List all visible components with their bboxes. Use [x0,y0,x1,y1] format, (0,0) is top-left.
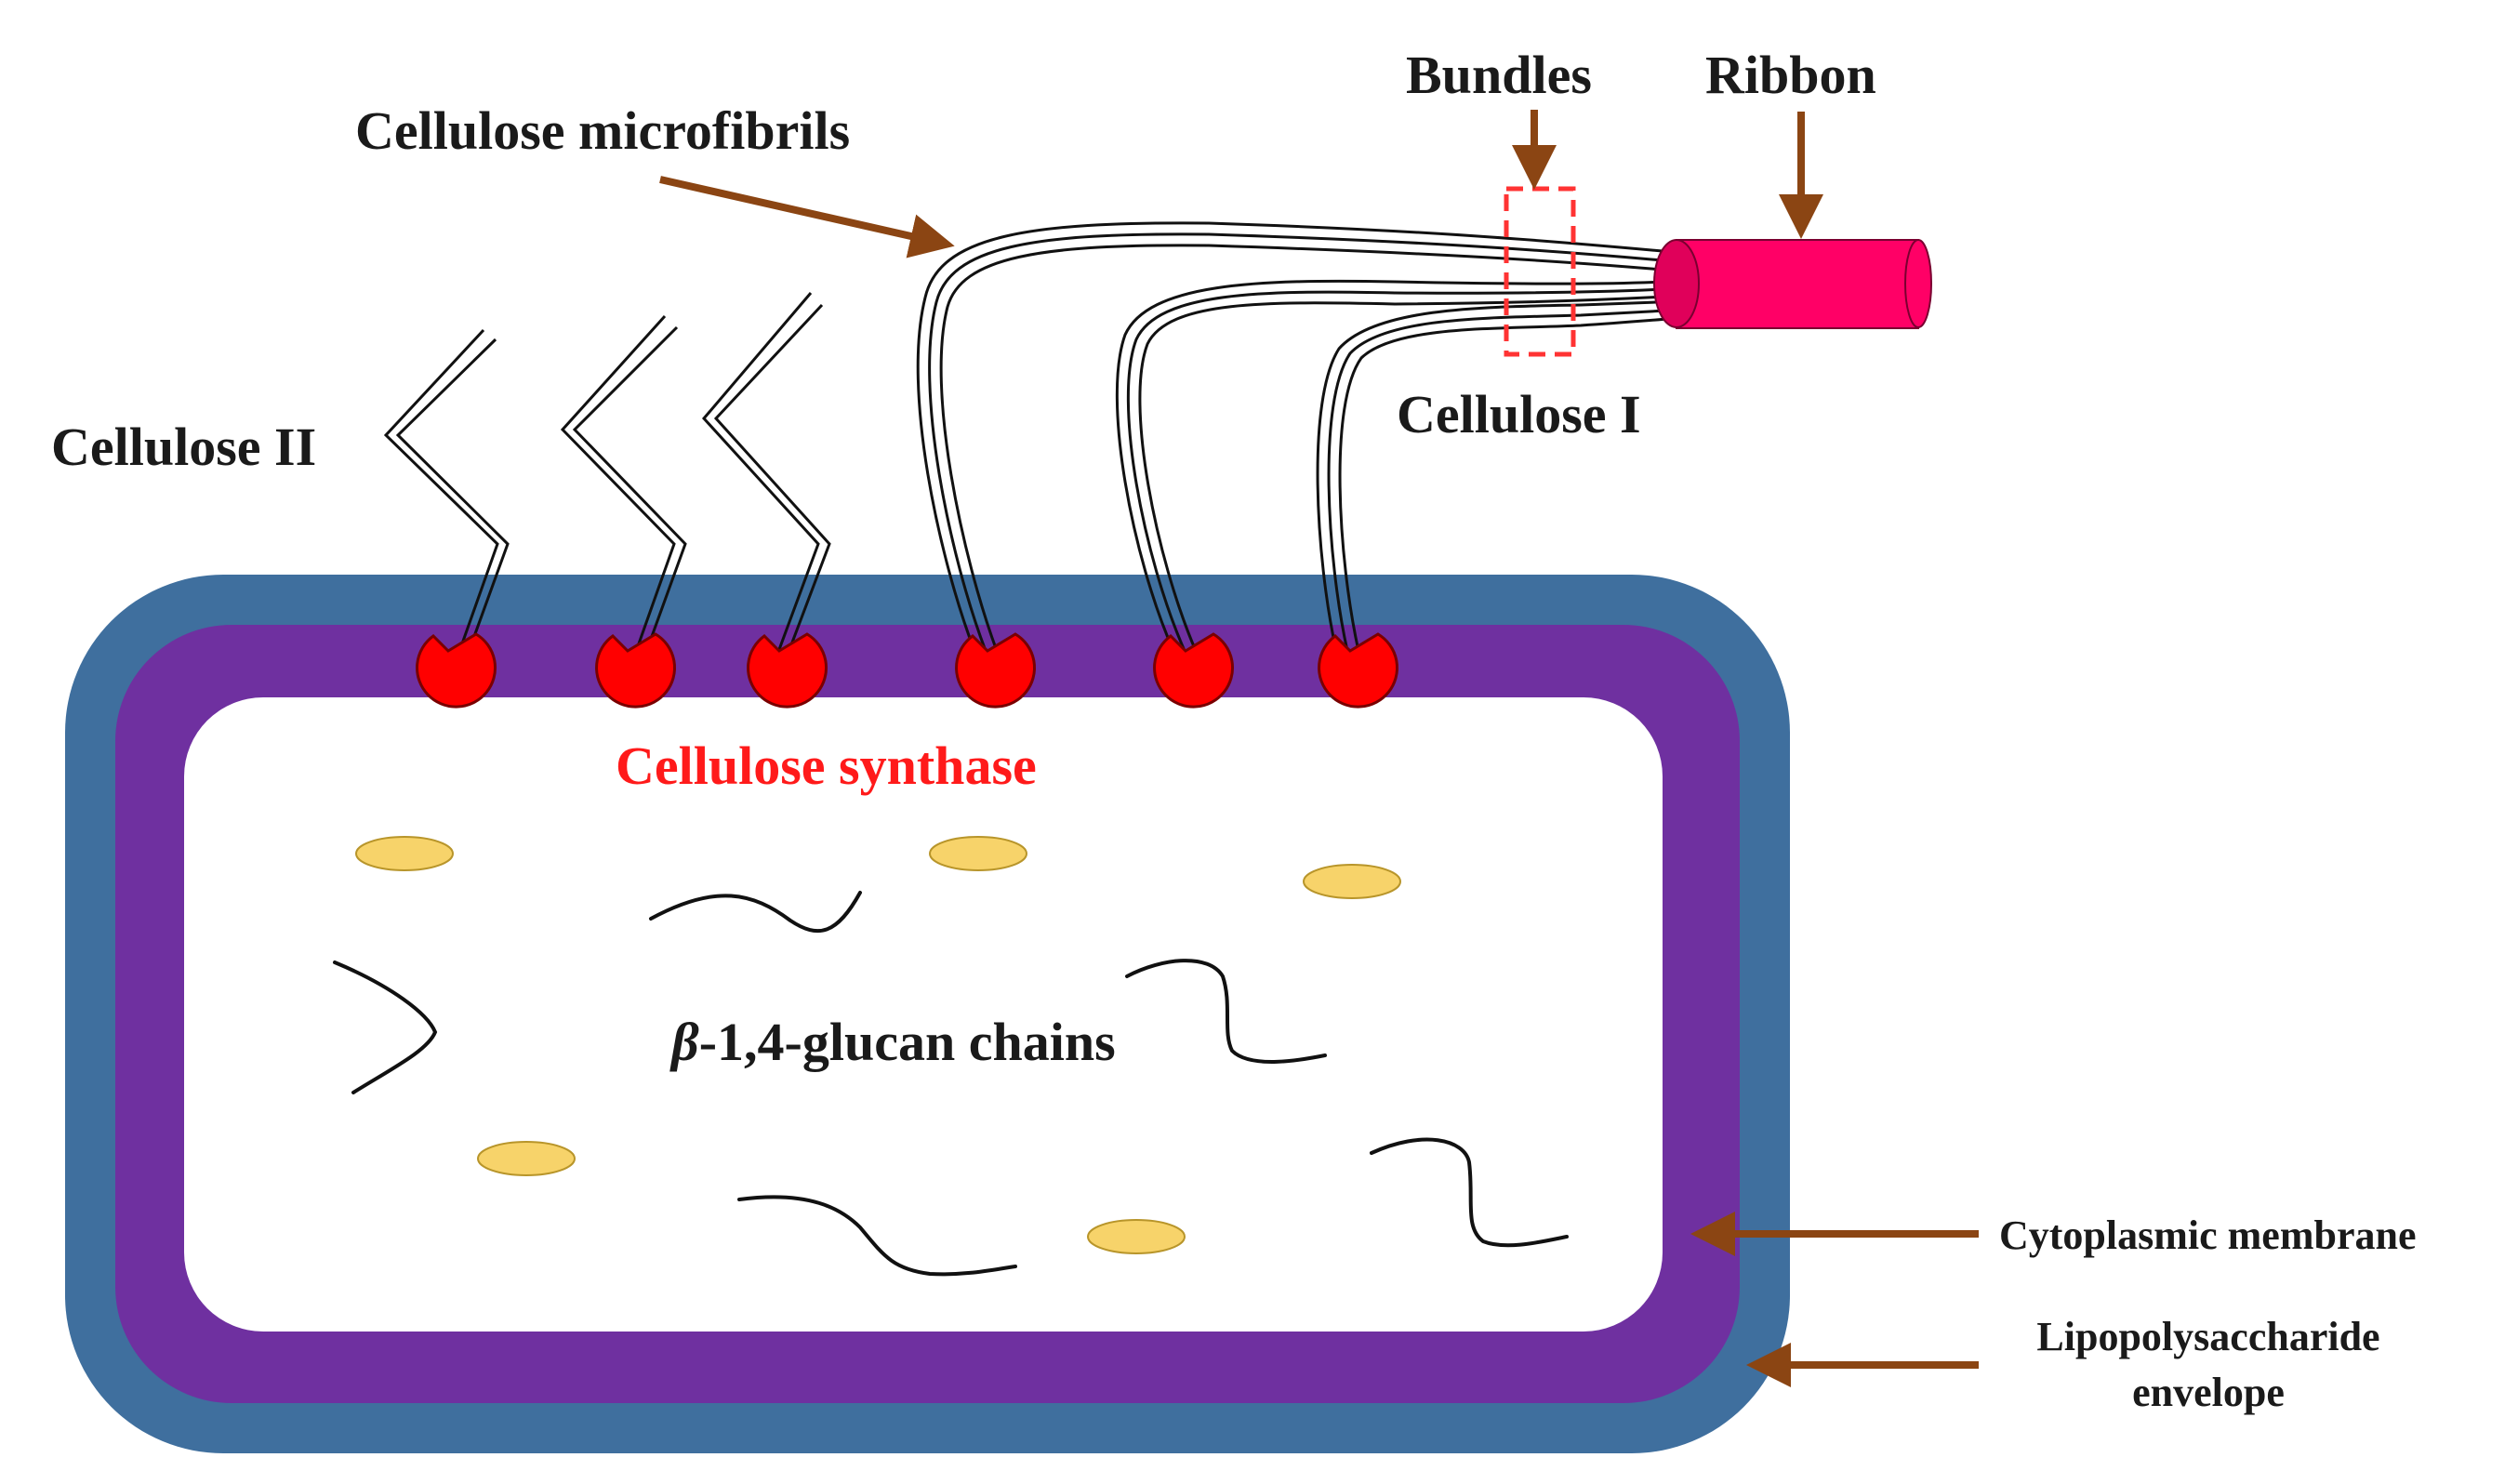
granules [355,836,1401,1254]
cellulose-ii-strand [560,314,687,663]
label-cellulose-microfibrils: Cellulose microfibrils [355,100,850,161]
label-bundles: Bundles [1406,45,1592,105]
microfibril-arrow [659,176,955,258]
granule [1087,1219,1186,1254]
synthase-icon [955,632,1037,709]
ribbon-opening [1653,239,1700,328]
label-cellulose-synthase: Cellulose synthase [616,735,1037,796]
synthase-icon [416,632,497,709]
granule [1303,864,1401,899]
synthase-icon [595,632,677,709]
microfibril [916,221,1684,652]
synthase-icon [1153,632,1235,709]
microfibril [1316,299,1684,652]
label-lps-line2: envelope [2132,1370,2285,1415]
cellulose-ii-strand [383,328,510,663]
ribbon-body [1676,239,1919,329]
label-cytoplasmic-membrane: Cytoplasmic membrane [1999,1212,2417,1258]
label-cellulose-i: Cellulose I [1397,384,1641,444]
granule [929,836,1027,871]
ribbon [1653,239,1932,329]
label-lps-line1: Lipopolysaccharide [2036,1314,2379,1359]
bundles-box [1504,186,1576,357]
cellulose-ii-strands [383,292,831,663]
label-cellulose-ii: Cellulose II [51,417,316,477]
glucan-chain [649,891,862,934]
cellulose-microfibrils [916,221,1684,652]
cellulose-ii-strand [702,292,831,663]
microfibril [1115,279,1684,652]
synthase-icon [747,632,828,709]
label-ribbon: Ribbon [1705,45,1876,105]
glucan-chains [333,891,1569,1277]
cellulose-synthases [416,632,1399,709]
granule [355,836,454,871]
label-glucan-beta: β [669,1012,699,1072]
label-glucan-rest: -1,4-glucan chains [699,1012,1116,1072]
glucan-chain [1125,959,1327,1064]
granule [477,1141,576,1176]
label-glucan-chains: β-1,4-glucan chains [669,1012,1116,1072]
synthase-icon [1318,632,1399,709]
ribbon-end [1904,239,1932,328]
glucan-chain [737,1195,1017,1277]
arrows [659,110,1979,1387]
glucan-chain [333,961,438,1094]
glucan-chain [1370,1137,1569,1248]
